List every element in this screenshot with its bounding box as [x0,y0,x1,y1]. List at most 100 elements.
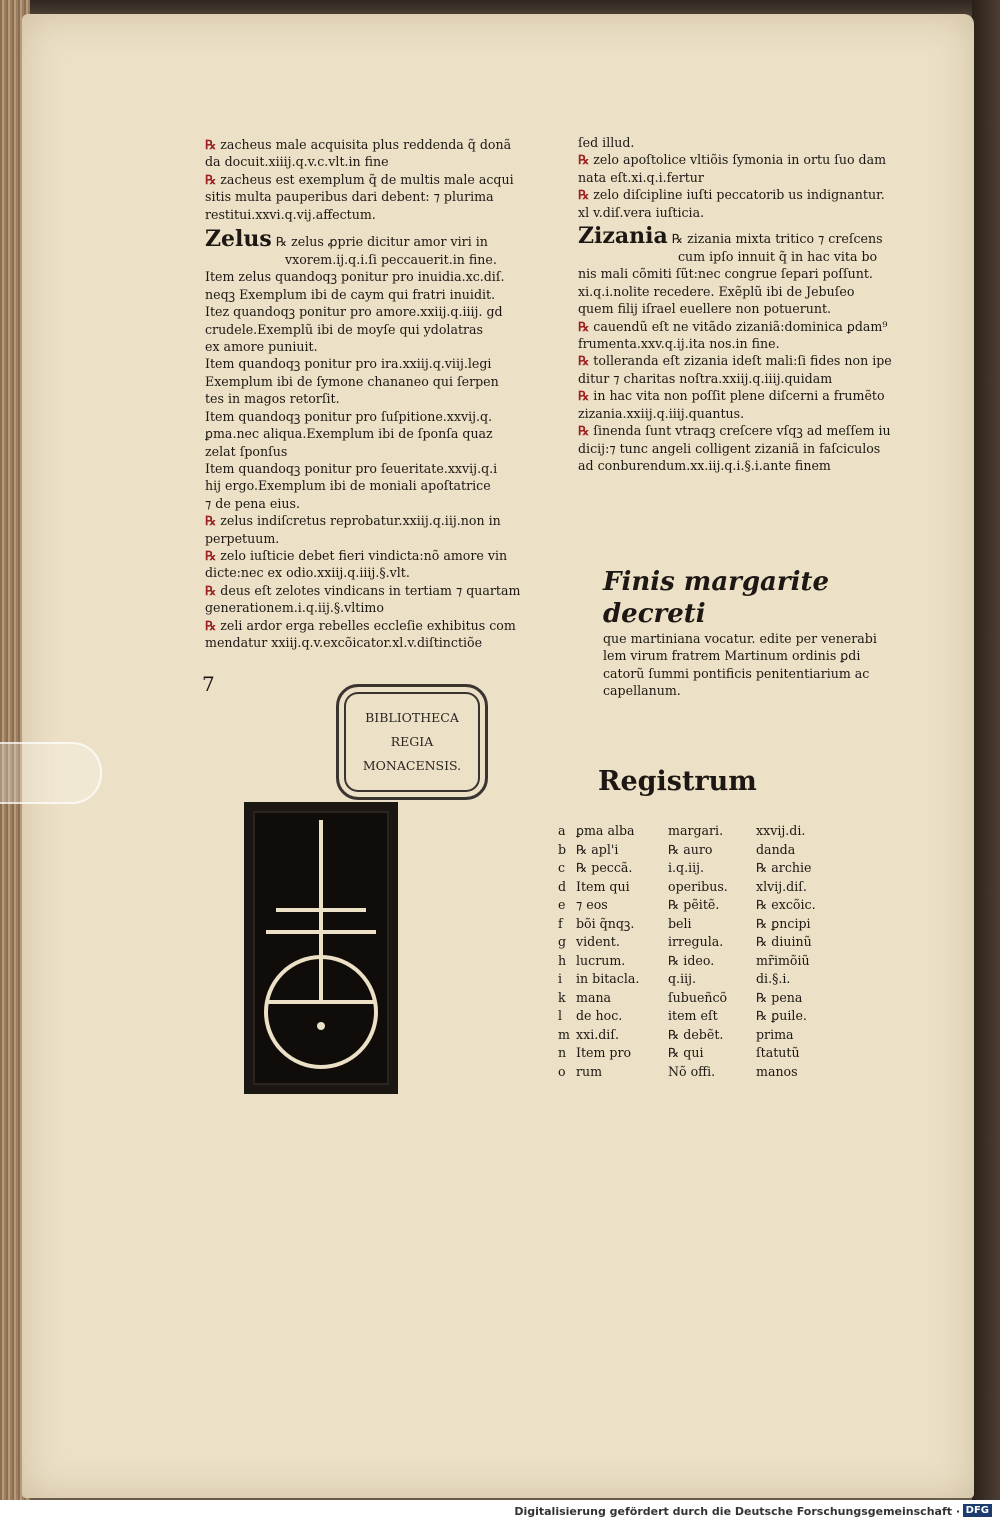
text-line: ⁊ de pena eius. [205,495,300,511]
text-line: frumenta.xxv.q.ij.ita nos.in fine. [578,336,780,352]
colophon-title: Finis margarite decreti [603,567,830,629]
registrum-entry: in bitacla. [576,971,640,986]
registrum-entry: Nõ offi. [668,1063,716,1079]
registrum-entry: rum [576,1063,603,1079]
text-line: ℞ zacheus est exemplum q̃ de multis male… [205,171,514,187]
left-text-column: ℞ zacheus male acquisita plus reddenda q… [205,136,555,651]
registrum-entry: ℞ diuinũ [756,934,812,949]
registrum-entry: vident. [576,934,620,949]
stamp-line: REGIA [390,734,434,749]
text-line: quem filij iſrael euellere non potuerunt… [578,301,832,317]
registrum-letter: g [558,934,567,949]
registrum-entry: mr̃imõiũ [756,952,810,968]
text-line: ex amore puniuit. [205,339,318,355]
text-line: xi.q.i.nolite recedere. Exẽplũ ibi de Je… [578,283,855,299]
registrum-letter: f [558,915,563,931]
registrum-entry: xlvij.diſ. [756,878,807,894]
dfg-logo: DFG [962,1504,992,1517]
text-line: nata eſt.xi.q.i.fertur [578,169,704,185]
text-line: ℞ ſinenda ſunt vtraqꝫ creſcere vſqꝫ ad m… [578,423,891,439]
registrum-entry: item eſt [668,1008,718,1023]
text-line: ℞ deus eſt zelotes vindicans in tertiam … [205,582,521,598]
section-heading-zelus: Zelus [205,227,272,252]
heading-line: Zizania ℞ zizania mixta tritico ⁊ creſce… [578,224,923,248]
text-line: ℞ zelo iuſticie debet fieri vindicta:nõ … [205,547,508,563]
registrum-entry: irregula. [668,934,724,949]
text-line: da docuit.xiiij.q.v.c.vlt.in fine [205,154,389,170]
text-line: Item quandoqꝫ ponitur pro ſuſpitione.xxv… [205,408,493,424]
registrum-row: l de hoc. item eſt ℞ ꝑuile. [558,1007,846,1026]
registrum-entry: danda [756,841,796,857]
registrum-entry: ℞ auro [668,841,713,857]
text-line: perpetuum. [205,530,280,546]
registrum-letter: i [558,971,563,986]
registrum-letter: o [558,1063,566,1079]
text-line: ℞ tolleranda eſt zizania ideſt mali:ſi f… [578,353,892,369]
registrum-entry: ſubueñcõ [668,989,728,1005]
text-line: hij ergo.Exemplum ibi de moniali apoſtat… [205,478,491,494]
text-line: ℞ zizania mixta tritico ⁊ creſcens [671,231,883,247]
section-heading-zizania: Zizania [578,224,668,249]
text-line: ꝑma.nec aliqua.Exemplum ibi de ſponſa qu… [205,426,493,442]
colophon-line: catorũ ſummi pontificis penitentiarium a… [603,665,870,681]
text-line: Item zelus quandoqꝫ ponitur pro inuidia.… [205,269,505,285]
registrum-entry: ℞ ꝑncipi [756,915,811,931]
text-line: generationem.i.q.iij.§.vltimo [205,600,384,616]
text-line: ad conburendum.xx.iij.q.i.§.i.ante finem [578,457,831,473]
text-line: Item quandoqꝫ ponitur pro ſeueritate.xxv… [205,460,498,476]
printers-mark-woodcut [244,802,398,1094]
text-line: ℞ zacheus male acquisita plus reddenda q… [205,137,512,152]
woodcut-orb [264,955,378,1069]
registrum-entry: mana [576,989,612,1005]
registrum-entry: ℞ apl'i [576,841,619,857]
text-line: xl v.diſ.vera iuſticia. [578,204,705,220]
bookmark-clip [0,742,102,804]
text-line: nis mali cõmiti ſũt:nec congrue ſepari p… [578,266,873,282]
library-stamp: BIBLIOTHECA REGIA MONACENSIS. [336,684,488,800]
registrum-entry: ℞ peccã. [576,860,633,875]
registrum-entry: ℞ excõic. [756,897,816,912]
registrum-entry: manos [756,1063,798,1079]
paper-sheet [22,14,974,1498]
text-line: ℞ in hac vita non poſſit plene diſcerni … [578,388,885,404]
registrum-row: e⁊ eos℞ pẽitẽ.℞ excõic. [558,896,846,915]
registrum-entry: q.iij. [668,971,697,986]
text-line: mendatur xxiij.q.v.excõicator.xl.v.diſti… [205,634,483,650]
text-line: crudele.Exemplũ ibi de moyſe qui ydolatr… [205,321,484,337]
registrum-entry: de hoc. [576,1008,623,1023]
text-line: neqꝫ Exemplum ibi de caym qui fratri inu… [205,286,496,302]
registrum-entry: prima [756,1026,794,1042]
text-line: dicij:⁊ tunc angeli colligent zizaniã in… [578,440,881,456]
registrum-entry: i.q.iij. [668,860,705,875]
colophon-line: que martiniana vocatur. edite per venera… [603,631,877,646]
text-line: ℞ zeli ardor erga rebelles eccleſie exhi… [205,617,516,633]
registrum-entry: margari. [668,823,724,838]
registrum-letter: l [558,1008,563,1023]
text-line: ℞ zelo diſcipline iuſti peccatorib us in… [578,187,885,203]
registrum-entry: ℞ pena [756,989,803,1005]
registrum-letter: k [558,989,566,1005]
registrum-entry: ⁊ eos [576,897,608,912]
registrum-letter: c [558,860,566,875]
registrum-entry: ℞ ꝑuile. [756,1008,807,1023]
registrum-row: g vident. irregula. ℞ diuinũ [558,933,846,952]
registrum-entry: operibus. [668,878,728,894]
registrum-entry: ℞ ideo. [668,952,715,968]
registrum-entry: ꝑma alba [576,823,635,838]
registrum-entry: Item qui [576,878,630,894]
text-line: ℞ zelus indiſcretus reprobatur.xxiij.q.i… [205,513,501,529]
registrum-entry: ℞ debẽt. [668,1026,724,1042]
registrum-entry: ſtatutũ [756,1045,800,1060]
right-text-column: ſed illud. ℞ zelo apoſtolice vltiõis ſym… [578,134,923,474]
text-line: ſed illud. [578,135,635,150]
text-line: ditur ⁊ charitas noſtra.xxiij.q.iiij.qui… [578,370,833,386]
text-line: Itez quandoqꝫ ponitur pro amore.xxiij.q.… [205,304,503,320]
woodcut-orb-dot [317,1022,325,1030]
